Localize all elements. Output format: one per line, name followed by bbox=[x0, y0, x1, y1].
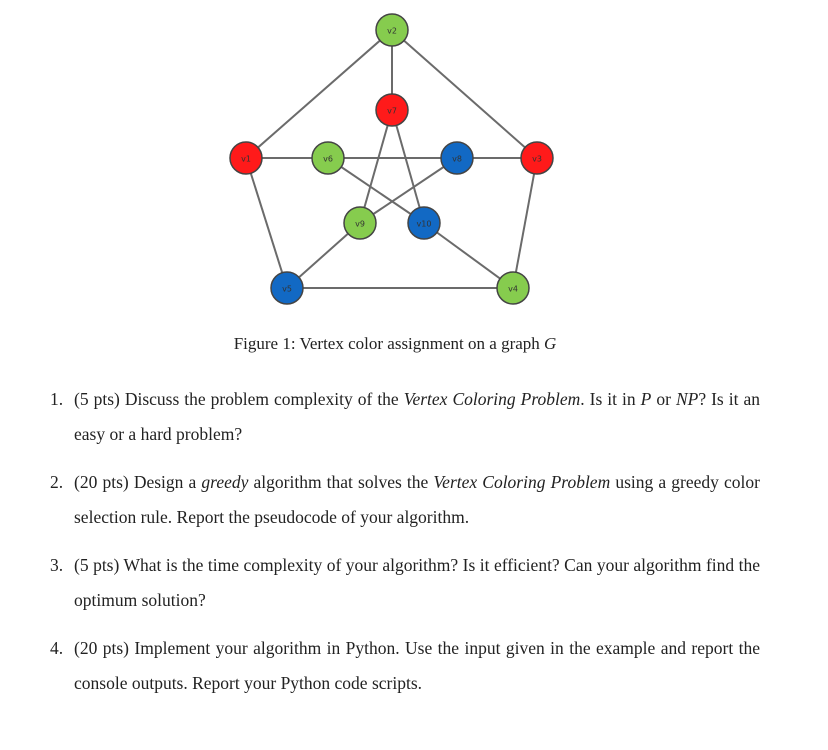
question-3: 3. (5 pts) What is the time complexity of… bbox=[50, 548, 760, 618]
edge-v4-v10 bbox=[423, 222, 514, 289]
vertex-v6: v6 bbox=[311, 141, 345, 175]
vertex-v10: v10 bbox=[407, 206, 441, 240]
question-text: or bbox=[651, 389, 676, 409]
question-number: 3. bbox=[50, 555, 64, 575]
question-number: 1. bbox=[50, 389, 64, 409]
question-text: . Is it in bbox=[580, 389, 641, 409]
question-text: (20 pts) Implement your algorithm in Pyt… bbox=[74, 638, 760, 693]
svg-text:v8: v8 bbox=[452, 155, 462, 164]
svg-text:v2: v2 bbox=[387, 27, 397, 36]
vertex-v8: v8 bbox=[440, 141, 474, 175]
vertex-v7: v7 bbox=[375, 93, 409, 127]
graph-figure: v2 v7 v1 v6 v8 v3 v9 v10 v5 v4 bbox=[229, 13, 554, 305]
edge-v3-v4 bbox=[512, 157, 538, 289]
edge-v6-v10 bbox=[327, 157, 425, 224]
question-text: (20 pts) Design a bbox=[74, 472, 202, 492]
emphasis-text: Vertex Coloring Problem bbox=[433, 472, 611, 492]
vertex-v5: v5 bbox=[270, 271, 304, 305]
edge-v2-v3 bbox=[391, 29, 538, 159]
edge-v7-v9 bbox=[359, 109, 393, 224]
question-text: algorithm that solves the bbox=[248, 472, 434, 492]
question-text: (5 pts) Discuss the problem complexity o… bbox=[74, 389, 404, 409]
question-text: (5 pts) What is the time complexity of y… bbox=[74, 555, 760, 610]
edge-v1-v5 bbox=[245, 157, 288, 289]
svg-text:v5: v5 bbox=[282, 285, 292, 294]
edge-v2-v1 bbox=[245, 29, 393, 159]
edge-v7-v10 bbox=[391, 109, 425, 224]
question-2: 2. (20 pts) Design a greedy algorithm tha… bbox=[50, 465, 760, 535]
vertex-v9: v9 bbox=[343, 206, 377, 240]
question-list: 1. (5 pts) Discuss the problem complexity… bbox=[50, 382, 760, 714]
question-number: 4. bbox=[50, 638, 64, 658]
svg-text:v7: v7 bbox=[387, 107, 397, 116]
vertex-v2: v2 bbox=[375, 13, 409, 47]
svg-text:v1: v1 bbox=[241, 155, 251, 164]
figure-caption: Figure 1: Vertex color assignment on a g… bbox=[0, 334, 790, 354]
emphasis-text: NP bbox=[675, 389, 699, 409]
svg-text:v3: v3 bbox=[532, 155, 542, 164]
emphasis-text: P bbox=[640, 389, 652, 409]
svg-text:v10: v10 bbox=[417, 220, 432, 229]
caption-text: Figure 1: Vertex color assignment on a g… bbox=[233, 334, 545, 353]
vertex-v1: v1 bbox=[229, 141, 263, 175]
svg-text:v6: v6 bbox=[323, 155, 333, 164]
question-text: ? Is it an easy or a hard problem? bbox=[74, 389, 760, 444]
svg-text:v4: v4 bbox=[508, 285, 518, 294]
emphasis-text: greedy bbox=[201, 472, 249, 492]
emphasis-text: Vertex Coloring Problem bbox=[403, 389, 581, 409]
question-4: 4. (20 pts) Implement your algorithm in P… bbox=[50, 631, 760, 701]
edge-v8-v9 bbox=[359, 157, 458, 224]
vertex-v4: v4 bbox=[496, 271, 530, 305]
question-number: 2. bbox=[50, 472, 64, 492]
question-text: using a greedy color selection rule. Rep… bbox=[74, 472, 760, 527]
caption-variable: G bbox=[544, 334, 557, 353]
question-1: 1. (5 pts) Discuss the problem complexity… bbox=[50, 382, 760, 452]
svg-text:v9: v9 bbox=[355, 220, 365, 229]
vertex-v3: v3 bbox=[520, 141, 554, 175]
